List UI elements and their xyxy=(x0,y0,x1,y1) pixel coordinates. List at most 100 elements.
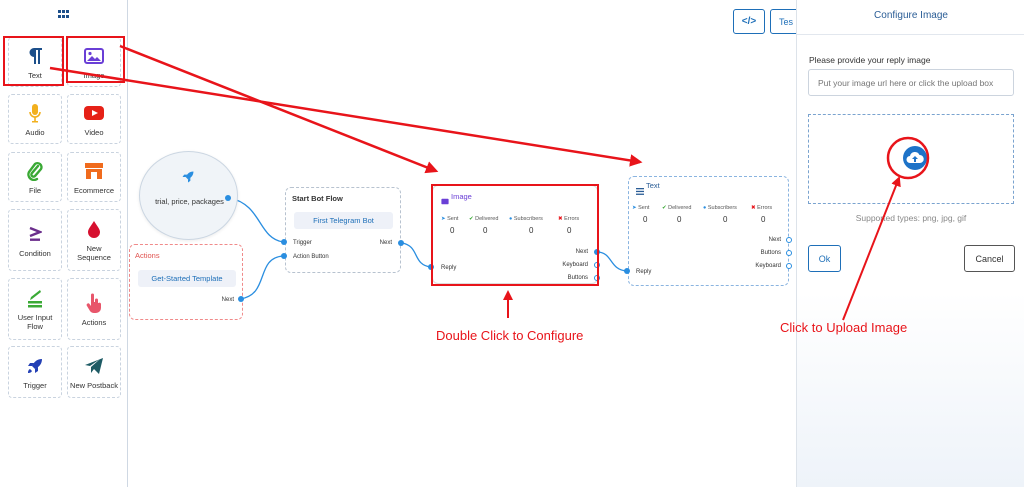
sidebar-item-video[interactable]: Video xyxy=(67,94,121,144)
sidebar-item-ecommerce[interactable]: Ecommerce xyxy=(67,152,121,202)
start-node-title: Start Bot Flow xyxy=(292,194,343,203)
sidebar-item-label: Text xyxy=(28,70,42,80)
sidebar-item-label: Actions xyxy=(81,317,107,327)
text-keyboard-label: Keyboard xyxy=(755,263,781,269)
start-trigger-port[interactable] xyxy=(281,239,287,245)
errors-value: 0 xyxy=(761,215,766,224)
sidebar-item-label: Trigger xyxy=(23,380,47,390)
trigger-keywords: trial, price, packages xyxy=(155,197,224,206)
sidebar-item-condition[interactable]: Condition xyxy=(8,209,62,271)
trigger-node[interactable]: trial, price, packages xyxy=(139,151,238,240)
cancel-button[interactable]: Cancel xyxy=(964,245,1015,272)
subscribers-value: 0 xyxy=(529,226,534,235)
actions-next-label: Next xyxy=(221,297,234,303)
sidebar-item-label: New Postback xyxy=(70,380,118,390)
start-bot-flow-node[interactable]: Start Bot Flow First Telegram Bot Trigge… xyxy=(285,187,401,273)
stack-icon xyxy=(26,287,44,309)
code-view-button[interactable]: </> xyxy=(733,9,765,34)
configure-image-panel: Configure Image Please provide your repl… xyxy=(796,0,1024,487)
delivered-value: 0 xyxy=(677,215,682,224)
double-click-annotation: Double Click to Configure xyxy=(436,328,584,343)
subscribers-stat: ● Subscribers xyxy=(509,216,543,222)
sent-value: 0 xyxy=(450,226,455,235)
actions-node-title: Actions xyxy=(135,251,160,260)
paper-plane-icon xyxy=(84,355,104,377)
image-next-label: Next xyxy=(575,249,588,255)
pointer-hand-icon xyxy=(86,292,102,314)
action-button-input-label: Action Button xyxy=(293,254,329,260)
sidebar-item-label: User Input Flow xyxy=(17,313,53,331)
paperclip-icon xyxy=(27,160,43,182)
paragraph-icon xyxy=(27,45,43,67)
image-reply-label: Reply xyxy=(441,265,457,271)
cloud-upload-icon xyxy=(903,146,927,170)
sidebar-item-label: Audio xyxy=(25,127,45,137)
sidebar-item-trigger[interactable]: Trigger xyxy=(8,346,62,398)
errors-value: 0 xyxy=(567,226,572,235)
image-url-input[interactable] xyxy=(808,69,1014,96)
sidebar-item-new-postback[interactable]: New Postback xyxy=(67,346,121,398)
sidebar-item-file[interactable]: File xyxy=(8,152,62,202)
upload-annotation: Click to Upload Image xyxy=(780,320,908,335)
sidebar-item-label: Condition xyxy=(19,248,51,258)
actions-node[interactable]: Actions Get-Started Template Next xyxy=(129,244,243,320)
text-node-title: Text xyxy=(646,181,660,190)
bot-name-pill: First Telegram Bot xyxy=(294,212,393,229)
subscribers-value: 0 xyxy=(723,215,728,224)
trigger-input-label: Trigger xyxy=(293,240,312,246)
start-action-port[interactable] xyxy=(281,253,287,259)
image-buttons-label: Buttons xyxy=(567,275,588,281)
get-started-template-button[interactable]: Get-Started Template xyxy=(138,270,236,287)
subscribers-stat: ● Subscribers xyxy=(703,205,737,211)
sidebar-item-audio[interactable]: Audio xyxy=(8,94,62,144)
text-next-port[interactable] xyxy=(786,237,792,243)
rocket-icon xyxy=(181,170,195,189)
sidebar-item-actions[interactable]: Actions xyxy=(67,278,121,340)
image-icon xyxy=(441,192,449,210)
text-buttons-label: Buttons xyxy=(760,250,781,256)
text-lines-icon xyxy=(636,182,644,200)
annotation-box-image-node xyxy=(431,184,599,286)
ok-button[interactable]: Ok xyxy=(808,245,841,272)
supported-types-text: Supported types: png, jpg, gif xyxy=(855,213,967,223)
panel-title: Configure Image xyxy=(874,10,948,21)
sidebar-item-label: Ecommerce xyxy=(73,185,114,195)
sent-value: 0 xyxy=(643,215,648,224)
grid-menu-icon[interactable] xyxy=(58,10,69,18)
delivered-stat: ✔ Delivered xyxy=(662,205,692,211)
errors-stat: ✖ Errors xyxy=(751,205,773,211)
image-icon xyxy=(84,45,104,67)
youtube-icon xyxy=(83,102,105,124)
store-icon xyxy=(84,160,104,182)
sidebar-item-user-input-flow[interactable]: User Input Flow xyxy=(8,278,62,340)
sent-stat: ➤ Sent xyxy=(441,216,459,222)
annotation-box-image xyxy=(66,36,125,83)
rocket-icon xyxy=(26,355,44,377)
text-buttons-port[interactable] xyxy=(786,250,792,256)
reply-image-label: Please provide your reply image xyxy=(809,55,931,65)
sent-stat: ➤ Sent xyxy=(632,205,650,211)
image-keyboard-label: Keyboard xyxy=(562,262,588,268)
text-keyboard-port[interactable] xyxy=(786,263,792,269)
text-reply-label: Reply xyxy=(636,269,652,275)
image-node[interactable]: Image ➤ Sent ✔ Delivered ● Subscribers ✖… xyxy=(432,185,598,284)
delivered-value: 0 xyxy=(483,226,488,235)
actions-next-port[interactable] xyxy=(238,296,244,302)
microphone-icon xyxy=(28,102,42,124)
upload-dropzone[interactable] xyxy=(808,114,1014,204)
condition-icon xyxy=(28,223,42,245)
annotation-box-text xyxy=(3,36,64,86)
delivered-stat: ✔ Delivered xyxy=(469,216,499,222)
text-node[interactable]: Text ➤ Sent ✔ Delivered ● Subscribers ✖ … xyxy=(628,176,789,286)
trigger-output-port[interactable] xyxy=(225,195,231,201)
sidebar-item-label: File xyxy=(28,185,42,195)
panel-divider xyxy=(797,34,1024,35)
sidebar-item-label: New Sequence xyxy=(77,244,111,262)
start-next-label: Next xyxy=(379,240,392,246)
text-next-label: Next xyxy=(768,237,781,243)
start-next-port[interactable] xyxy=(398,240,404,246)
sidebar-item-new-sequence[interactable]: New Sequence xyxy=(67,209,121,271)
errors-stat: ✖ Errors xyxy=(558,216,580,222)
text-reply-port[interactable] xyxy=(624,268,630,274)
sidebar-item-label: Video xyxy=(84,127,104,137)
